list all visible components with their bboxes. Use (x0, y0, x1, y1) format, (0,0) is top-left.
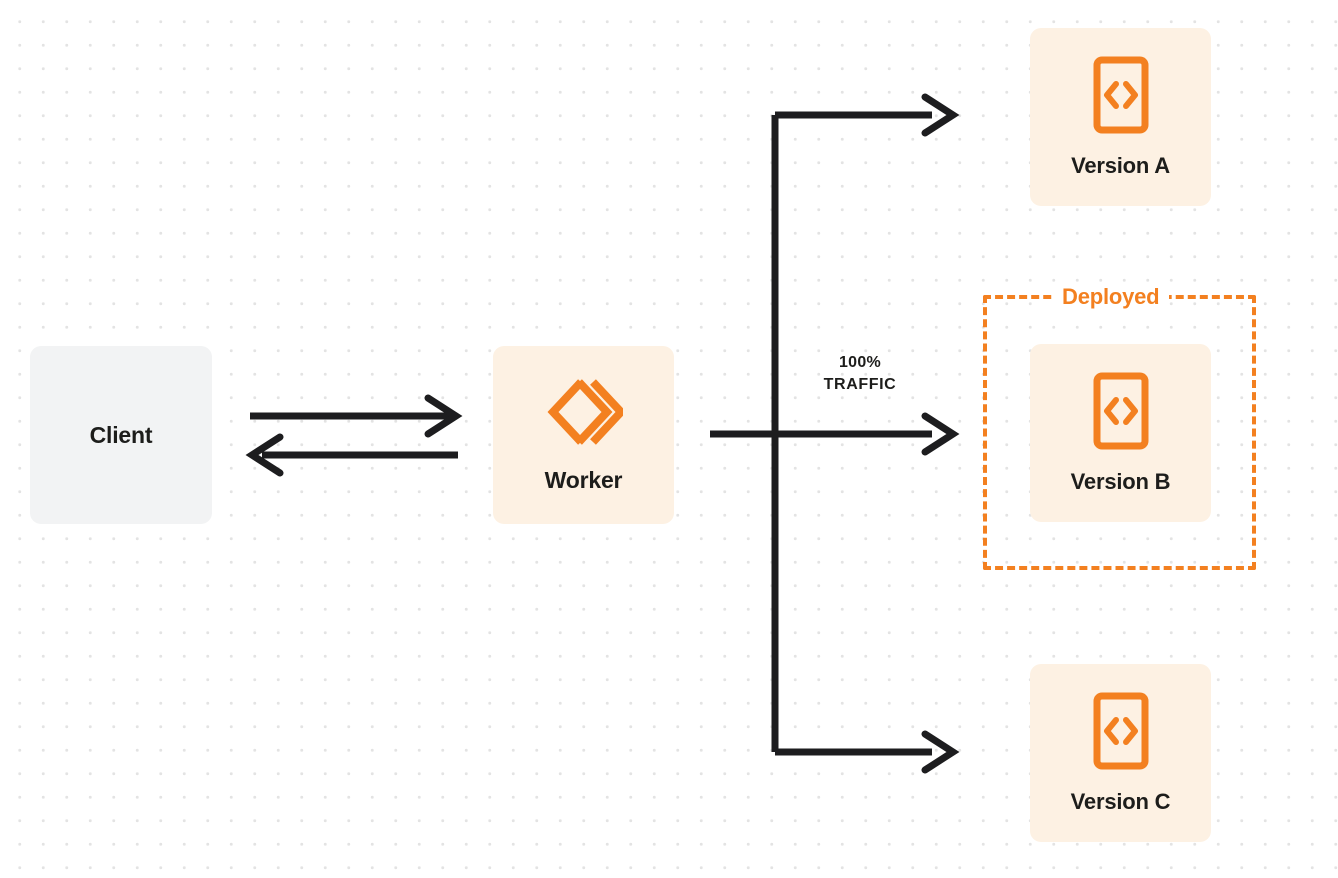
node-client[interactable]: Client (30, 346, 212, 524)
edge-worker-to-version-c (775, 730, 960, 774)
node-client-label: Client (89, 421, 153, 448)
node-worker-label: Worker (544, 467, 623, 493)
node-version-c[interactable]: Version C (1030, 664, 1211, 842)
code-brackets-document-icon (1092, 692, 1150, 775)
deployed-group-label: Deployed (1052, 285, 1170, 309)
traffic-label: 100% TRAFFIC (790, 352, 930, 396)
edge-worker-to-version-a (775, 93, 960, 137)
cloudflare-workers-logo-icon (545, 376, 626, 453)
node-worker[interactable]: Worker (493, 346, 674, 524)
edge-worker-to-client (245, 433, 458, 477)
edge-client-to-worker (250, 394, 463, 438)
node-version-b[interactable]: Version B (1030, 344, 1211, 522)
node-version-a-label: Version A (1071, 152, 1170, 178)
traffic-unit: TRAFFIC (823, 376, 897, 393)
code-brackets-document-icon (1092, 372, 1150, 455)
traffic-percent: 100% (838, 354, 882, 371)
edge-worker-to-version-b (710, 412, 960, 456)
node-version-a[interactable]: Version A (1030, 28, 1211, 206)
node-version-c-label: Version C (1070, 788, 1171, 814)
code-brackets-document-icon (1092, 56, 1150, 139)
node-version-b-label: Version B (1070, 468, 1171, 494)
